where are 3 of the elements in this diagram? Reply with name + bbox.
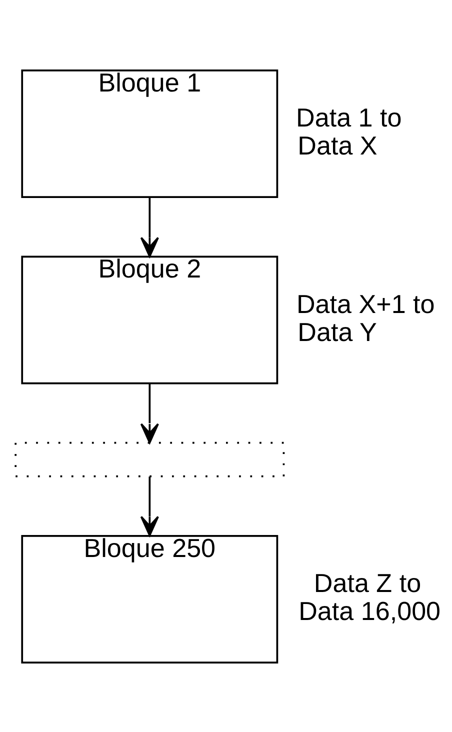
node-label: Data 1 to Data X [296,102,402,160]
node-label: Data X+1 to Data Y [296,288,435,346]
node-label: Data Z to Data 16,000 [298,568,441,626]
